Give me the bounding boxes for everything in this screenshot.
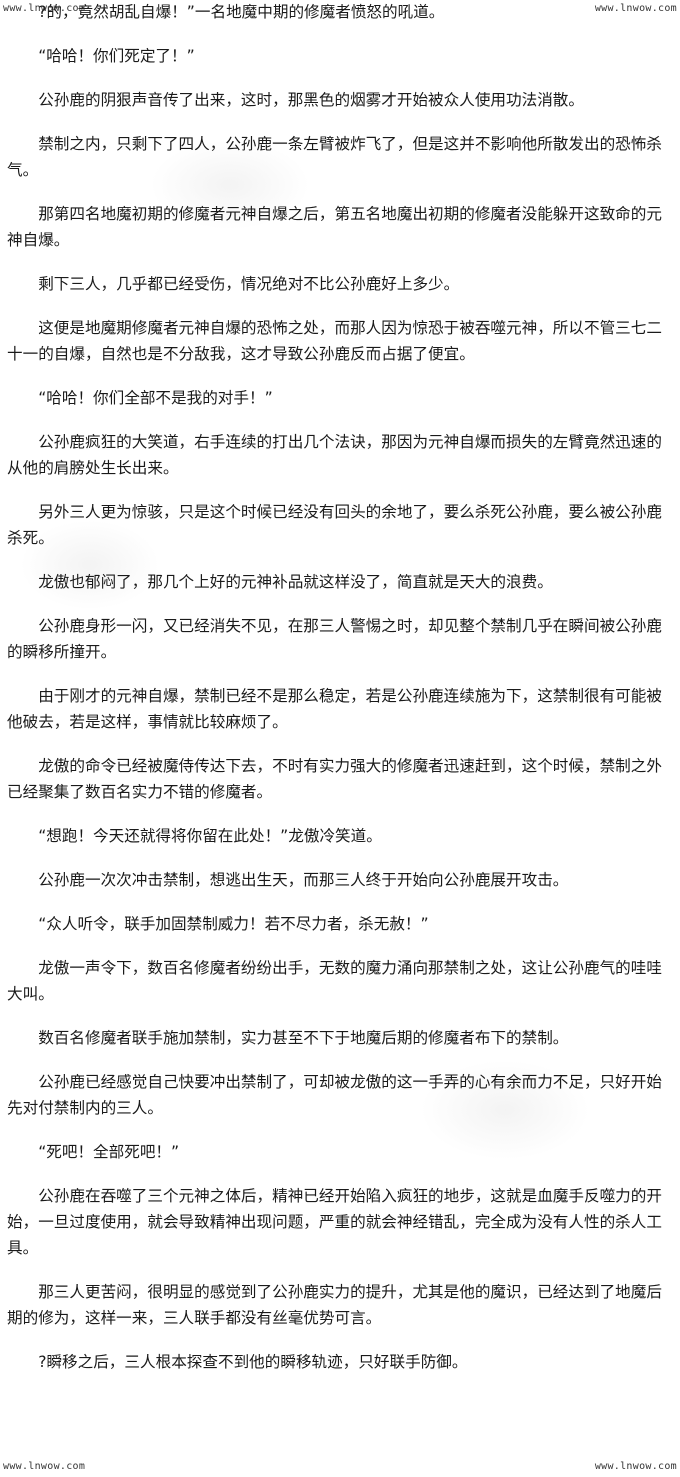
paragraph: 禁制之内，只剩下了四人，公孙鹿一条左臂被炸飞了，但是这并不影响他所散发出的恐怖杀…: [7, 135, 662, 179]
background-smudge: [150, 140, 310, 230]
paragraph: “众人听令，联手加固禁制威力！若不尽力者，杀无赦！”: [38, 915, 429, 933]
watermark-bottom-left: www.lnwow.com: [3, 1461, 86, 1472]
watermark-top-left: www.lnwow.com: [3, 3, 86, 14]
paragraph: 由于刚才的元神自爆，禁制已经不是那么稳定，若是公孙鹿连续施为下，这禁制很有可能被…: [7, 687, 662, 731]
watermark-top-right: www.lnwow.com: [594, 3, 677, 14]
paragraph: 龙傲也郁闷了，那几个上好的元神补品就这样没了，简直就是天大的浪费。: [38, 573, 553, 591]
background-smudge: [20, 520, 160, 610]
paragraph: 公孙鹿已经感觉自己快要冲出禁制了，可却被龙傲的这一手弄的心有余而力不足，只好开始…: [7, 1073, 662, 1117]
paragraph: 公孙鹿疯狂的大笑道，右手连续的打出几个法诀，那因为元神自爆而损失的左臂竟然迅速的…: [7, 433, 662, 477]
paragraph: 龙傲的命令已经被魔侍传达下去，不时有实力强大的修魔者迅速赶到，这个时候，禁制之外…: [7, 757, 662, 801]
paragraph: 数百名修魔者联手施加禁制，实力甚至不下于地魔后期的修魔者布下的禁制。: [38, 1029, 569, 1047]
paragraph: 公孙鹿在吞噬了三个元神之体后，精神已经开始陷入疯狂的地步，这就是血魔手反噬力的开…: [7, 1187, 662, 1257]
paragraph: 这便是地魔期修魔者元神自爆的恐怖之处，而那人因为惊恐于被吞噬元神，所以不管三七二…: [7, 319, 662, 363]
paragraph: 那三人更苦闷，很明显的感觉到了公孙鹿实力的提升，尤其是他的魔识，已经达到了地魔后…: [7, 1283, 662, 1327]
paragraph: 公孙鹿的阴狠声音传了出来，这时，那黑色的烟雾才开始被众人使用功法消散。: [38, 91, 584, 109]
paragraph: ?的，竟然胡乱自爆！”一名地魔中期的修魔者愤怒的吼道。: [38, 3, 445, 21]
paragraph: “想跑！今天还就得将你留在此处！”龙傲冷笑道。: [38, 827, 382, 845]
paragraph: “哈哈！你们全部不是我的对手！”: [38, 389, 273, 407]
paragraph: 剩下三人，几乎都已经受伤，情况绝对不比公孙鹿好上多少。: [38, 275, 460, 293]
background-smudge: [420, 1060, 590, 1160]
paragraph: 另外三人更为惊骇，只是这个时候已经没有回头的余地了，要么杀死公孙鹿，要么被公孙鹿…: [7, 503, 662, 547]
paragraph: 龙傲一声令下，数百名修魔者纷纷出手，无数的魔力涌向那禁制之处，这让公孙鹿气的哇哇…: [7, 959, 662, 1003]
paragraph: 那第四名地魔初期的修魔者元神自爆之后，第五名地魔出初期的修魔者没能躲开这致命的元…: [7, 205, 662, 249]
paragraph: 公孙鹿一次次冲击禁制，想逃出生天，而那三人终于开始向公孙鹿展开攻击。: [38, 871, 569, 889]
article-body: ?的，竟然胡乱自爆！”一名地魔中期的修魔者愤怒的吼道。 “哈哈！你们死定了！” …: [7, 0, 675, 1375]
paragraph: “死吧！全部死吧！”: [38, 1143, 180, 1161]
paragraph: ?瞬移之后，三人根本探查不到他的瞬移轨迹，只好联手防御。: [38, 1353, 468, 1371]
watermark-bottom-right: www.lnwow.com: [594, 1461, 677, 1472]
paragraph: 公孙鹿身形一闪，又已经消失不见，在那三人警惕之时，却见整个禁制几乎在瞬间被公孙鹿…: [7, 617, 662, 661]
paragraph: “哈哈！你们死定了！”: [38, 47, 195, 65]
